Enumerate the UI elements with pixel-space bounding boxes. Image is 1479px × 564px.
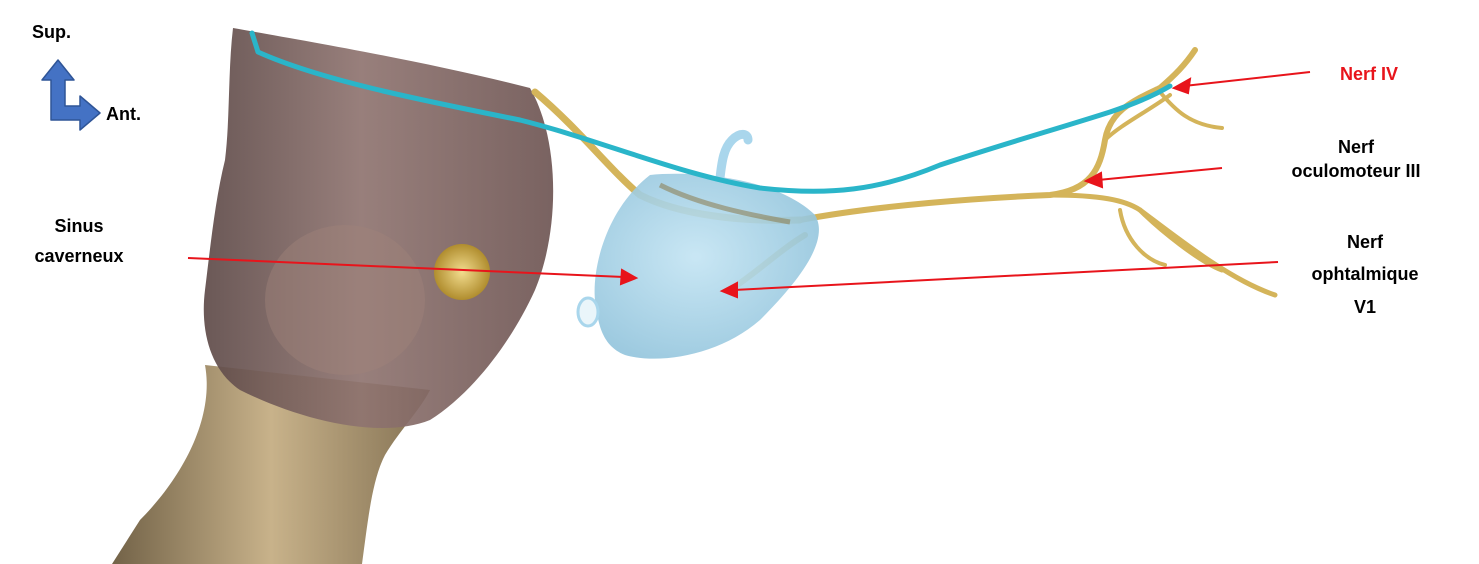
label-sinus: Sinus caverneux <box>24 214 134 269</box>
label-ant: Ant. <box>106 102 141 126</box>
label-nerf-iv: Nerf IV <box>1340 62 1398 86</box>
label-ophtalmique-line2: ophtalmique <box>1300 262 1430 286</box>
arrow-ophtalmique <box>734 262 1278 290</box>
label-oculomoteur-line1: Nerf <box>1256 135 1456 159</box>
label-oculomoteur: Nerf oculomoteur III <box>1256 135 1456 184</box>
label-sinus-line2: caverneux <box>24 244 134 268</box>
sinus-stem <box>720 134 748 178</box>
arrow-nerf-iv <box>1184 72 1310 86</box>
bone-disc <box>265 225 425 375</box>
orientation-arrow-icon <box>42 60 100 130</box>
label-ophtalmique: Nerf ophtalmique V1 <box>1300 230 1430 319</box>
yellow-knob <box>434 244 490 300</box>
label-oculomoteur-line2: oculomoteur III <box>1256 159 1456 183</box>
sinus-outlet <box>578 298 598 326</box>
label-ophtalmique-line1: Nerf <box>1300 230 1430 254</box>
label-ophtalmique-line3: V1 <box>1300 295 1430 319</box>
arrow-oculomoteur <box>1098 168 1222 180</box>
label-sinus-line1: Sinus <box>24 214 134 238</box>
label-sup: Sup. <box>32 20 71 44</box>
